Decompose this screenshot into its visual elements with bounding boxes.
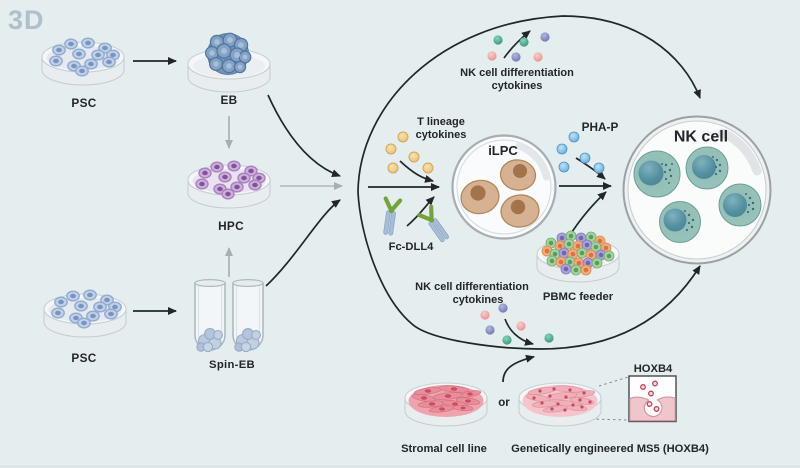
- svg-text:cytokines: cytokines: [453, 294, 504, 306]
- svg-text:HPC: HPC: [218, 219, 244, 233]
- svg-text:3D: 3D: [8, 5, 45, 35]
- svg-text:T lineage: T lineage: [417, 116, 465, 128]
- svg-text:cytokines: cytokines: [416, 129, 467, 141]
- svg-text:HOXB4: HOXB4: [634, 363, 673, 375]
- svg-text:PSC: PSC: [71, 96, 96, 110]
- svg-text:or: or: [498, 397, 510, 409]
- svg-text:Fc-DLL4: Fc-DLL4: [389, 241, 435, 253]
- svg-text:EB: EB: [221, 93, 238, 107]
- svg-text:Spin-EB: Spin-EB: [209, 359, 255, 371]
- svg-text:PBMC feeder: PBMC feeder: [543, 291, 614, 303]
- svg-text:NK cell differentiation: NK cell differentiation: [415, 281, 529, 293]
- svg-text:cytokines: cytokines: [492, 80, 543, 92]
- svg-text:PHA-P: PHA-P: [582, 120, 619, 134]
- svg-text:PSC: PSC: [71, 351, 96, 365]
- svg-text:Stromal cell line: Stromal cell line: [401, 443, 487, 455]
- svg-text:NK cell differentiation: NK cell differentiation: [460, 67, 574, 79]
- svg-text:iLPC: iLPC: [488, 143, 518, 158]
- svg-text:Genetically engineered MS5 (HO: Genetically engineered MS5 (HOXB4): [511, 443, 709, 455]
- svg-text:NK cell: NK cell: [674, 129, 728, 146]
